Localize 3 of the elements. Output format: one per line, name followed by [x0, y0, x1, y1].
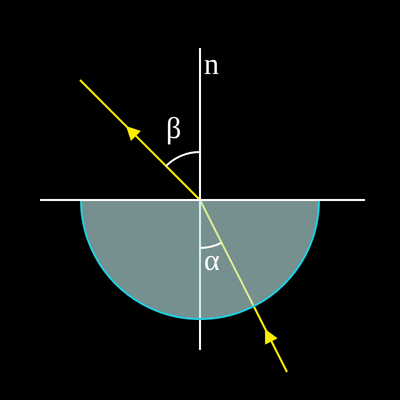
normal-label: n — [204, 50, 219, 80]
angle-label: α — [204, 246, 220, 276]
angle-label: β — [166, 114, 182, 144]
